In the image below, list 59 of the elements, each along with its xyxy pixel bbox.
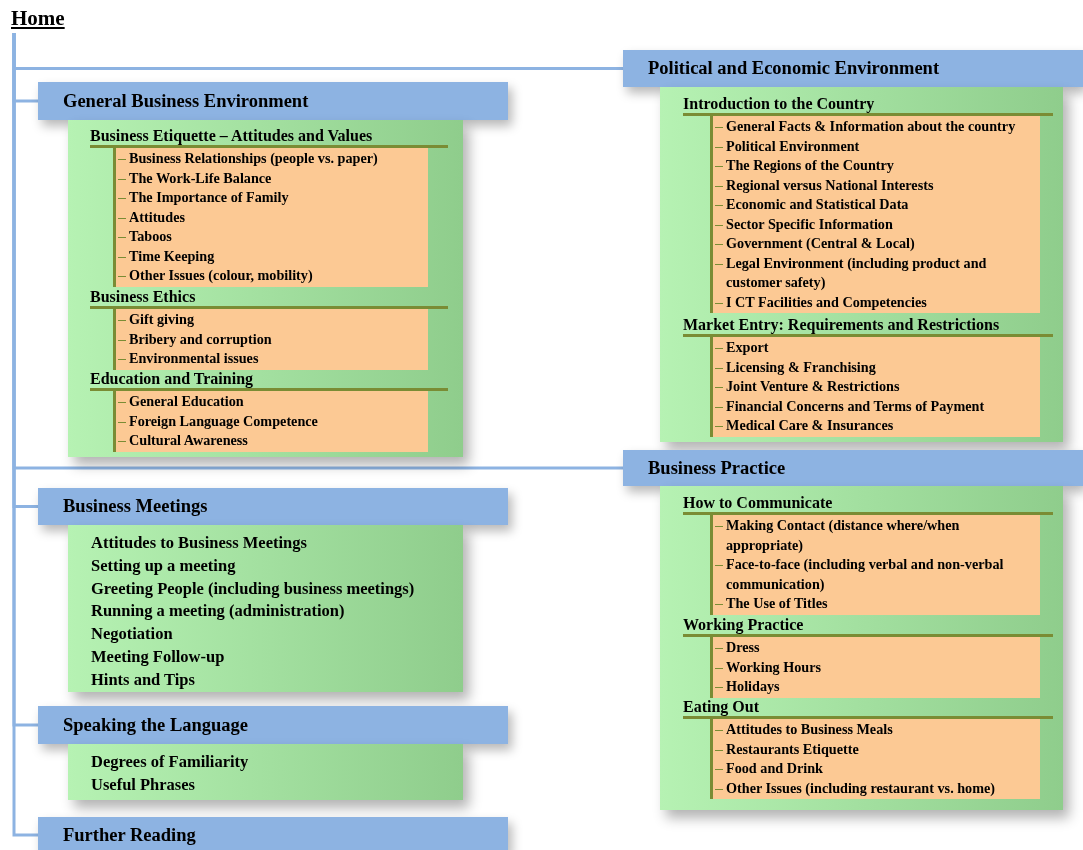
topic-item: Medical Care & Insurances	[713, 416, 1040, 436]
topic-item: General Facts & Information about the country	[713, 117, 1040, 137]
topic-item: Useful Phrases	[91, 773, 197, 796]
topic-item: Government (Central & Local)	[713, 234, 1040, 254]
topic-item: Gift giving	[116, 310, 428, 330]
topic-item: The Work-Life Balance	[116, 168, 428, 188]
section-header-bar: Business Practice	[623, 450, 1083, 486]
topic-item: Taboos	[116, 227, 428, 247]
section-panel	[660, 87, 1063, 442]
topic-item: Bribery and corruption	[116, 329, 428, 349]
section-panel	[68, 744, 463, 800]
topic-item: Meeting Follow-up	[91, 646, 226, 668]
topic-item: General Education	[116, 392, 428, 412]
topic-item: Face-to-face (including verbal and non-verbal communication)	[713, 555, 1040, 594]
topic-item: Negotiation	[91, 623, 174, 646]
topic-item: Foreign Language Competence	[116, 411, 428, 431]
topic-item: Attitudes to Business Meals	[713, 720, 1040, 740]
connector-line	[12, 33, 623, 470]
topic-item: Running a meeting (administration)	[91, 600, 346, 623]
topic-item: Dress	[713, 638, 1040, 658]
topic-item: Licensing & Franchising	[713, 357, 1040, 377]
section-panel	[660, 486, 1063, 810]
topic-item: Greeting People (including business meetings)	[91, 577, 416, 600]
topic-item: Other Issues (including restaurant vs. home)	[713, 778, 1040, 798]
topic-item: Legal Environment (including product and customer safety)	[713, 253, 1040, 293]
topic-item: Business Relationships (people vs. paper)	[116, 149, 428, 169]
home-link: Home	[11, 5, 73, 33]
section-panel	[68, 525, 463, 692]
topic-item: Export	[713, 338, 1040, 358]
topic-item: Restaurants Etiquette	[713, 739, 1040, 759]
topic-item: Sector Specific Information	[713, 214, 1040, 234]
topic-item: The Importance of Family	[116, 188, 428, 208]
topic-item: Setting up a meeting	[91, 554, 237, 577]
topic-item: Political Environment	[713, 136, 1040, 156]
section-header-bar: Speaking the Language	[38, 706, 508, 744]
topic-item: The Use of Titles	[713, 594, 1040, 614]
topic-item: I CT Facilities and Competencies	[713, 292, 1040, 312]
topic-item: Regional versus National Interests	[713, 175, 1040, 195]
topic-item: Joint Venture & Restrictions	[713, 377, 1040, 397]
topic-item: Cultural Awareness	[116, 431, 428, 451]
section-panel	[68, 120, 463, 457]
topic-item: Financial Concerns and Terms of Payment	[713, 396, 1040, 416]
topic-item: Degrees of Familiarity	[91, 751, 250, 773]
topic-item: Making Contact (distance where/when appropriate)	[713, 516, 1040, 555]
topic-item: Other Issues (colour, mobility)	[116, 266, 428, 286]
section-header-bar: General Business Environment	[38, 82, 508, 120]
topic-item: The Regions of the Country	[713, 156, 1040, 176]
topic-item: Hints and Tips	[91, 668, 196, 691]
topic-item: Environmental issues	[116, 349, 428, 369]
topic-item: Economic and Statistical Data	[713, 195, 1040, 215]
topic-item: Time Keeping	[116, 246, 428, 266]
topic-item: Working Hours	[713, 657, 1040, 677]
topic-item: Attitudes	[116, 207, 428, 227]
section-header-bar: Political and Economic Environment	[623, 50, 1083, 87]
section-header-bar: Business Meetings	[38, 488, 508, 525]
section-header-bar: Further Reading	[38, 817, 508, 850]
topic-item: Attitudes to Business Meetings	[91, 532, 308, 554]
topic-item: Food and Drink	[713, 759, 1040, 779]
topic-item: Holidays	[713, 677, 1040, 697]
